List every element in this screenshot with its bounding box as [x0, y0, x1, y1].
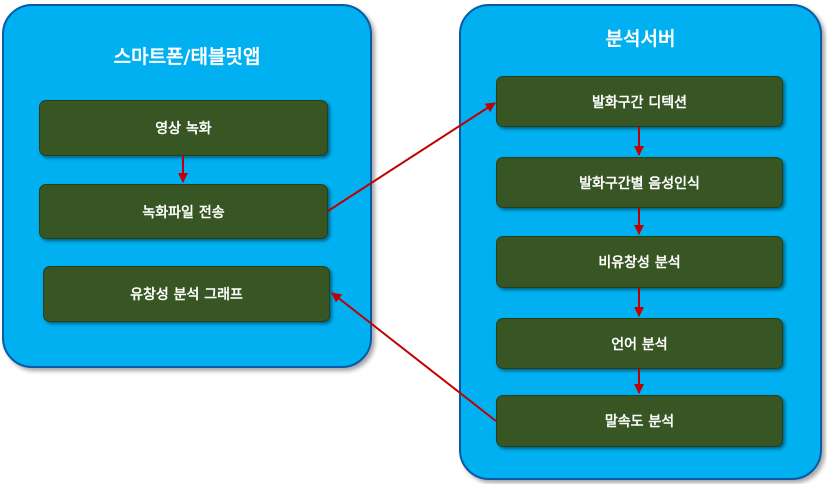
fluency-graph-box: 유창성 분석 그래프	[43, 266, 330, 322]
smartphone-app-title: 스마트폰/태블릿앱	[113, 46, 261, 68]
utterance-detection-box: 발화구간 디텍션	[496, 76, 783, 127]
analysis-server-title: 분석서버	[605, 28, 676, 50]
video-recording-box: 영상 녹화	[39, 100, 328, 156]
file-transfer-box: 녹화파일 전송	[39, 184, 328, 239]
disfluency-analysis-box: 비유창성 분석	[496, 236, 783, 288]
language-analysis-box: 언어 분석	[496, 318, 783, 369]
speech-recognition-box: 발화구간별 음성인식	[496, 157, 783, 208]
speech-rate-box: 말속도 분석	[496, 395, 783, 447]
